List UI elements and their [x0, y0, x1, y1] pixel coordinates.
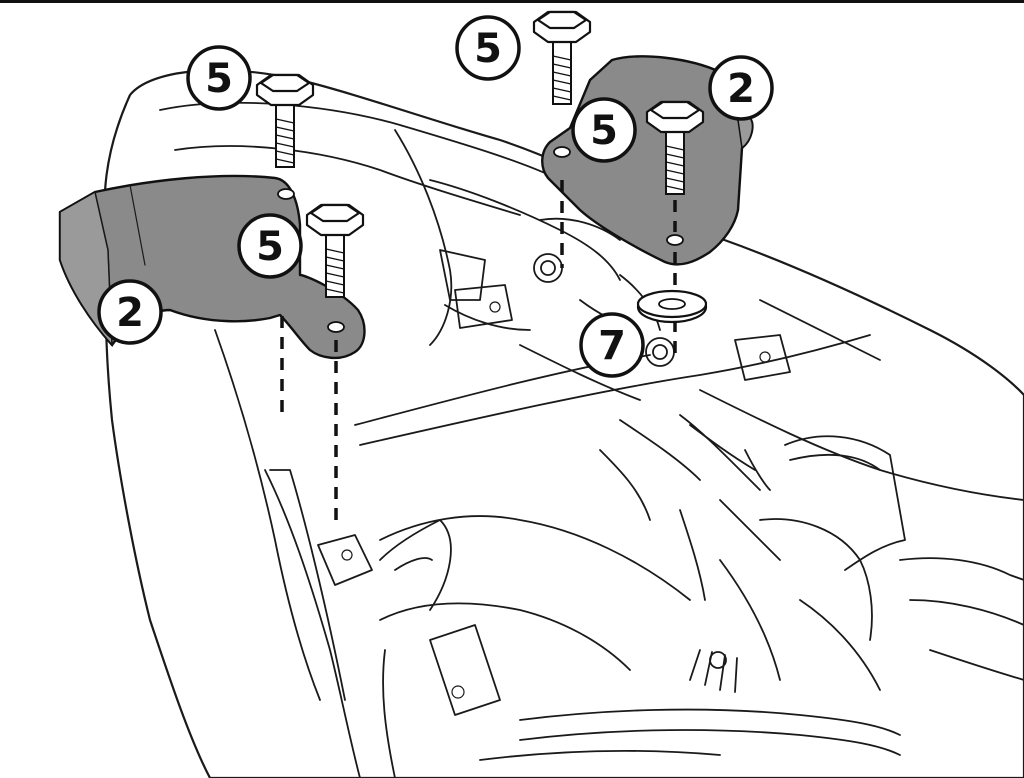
callout-label: 5	[590, 108, 618, 154]
grille	[689, 649, 738, 693]
washer	[636, 289, 708, 324]
alignment-lines	[280, 180, 677, 528]
callout-label: 5	[256, 224, 284, 270]
bolt-2	[305, 203, 365, 298]
bolt-3	[532, 10, 592, 105]
callout-label: 5	[205, 56, 233, 102]
callout-5-a: 5	[186, 45, 252, 111]
callout-5-b: 5	[237, 213, 303, 279]
bolt-4	[645, 100, 705, 195]
bolt-1	[255, 73, 315, 168]
callout-2-right: 2	[708, 55, 774, 121]
top-border	[0, 0, 1024, 3]
callout-7: 7	[579, 312, 645, 378]
callout-5-d: 5	[571, 97, 637, 163]
callout-label: 2	[727, 66, 755, 112]
callout-label: 2	[116, 290, 144, 336]
callout-label: 7	[598, 323, 626, 369]
callout-5-c: 5	[455, 15, 521, 81]
callout-label: 5	[474, 26, 502, 72]
callout-2-left: 2	[97, 279, 163, 345]
